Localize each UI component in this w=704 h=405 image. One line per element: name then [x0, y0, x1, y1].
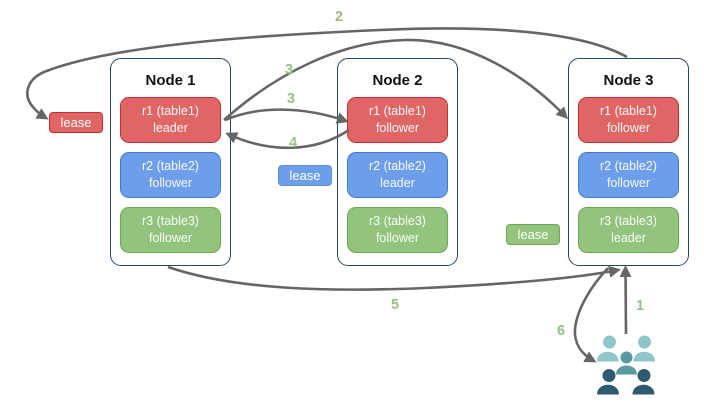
node-2: Node 2 r1 (table1) follower r2 (table2) …	[337, 58, 458, 266]
replica-name: r1 (table1)	[142, 104, 199, 119]
replica-node3-r1: r1 (table1) follower	[578, 97, 679, 143]
replica-role: follower	[375, 231, 420, 245]
arrow-step-5	[167, 265, 621, 291]
node-3: Node 3 r1 (table1) follower r2 (table2) …	[568, 58, 689, 266]
replica-node1-r2: r2 (table2) follower	[120, 152, 221, 198]
replica-name: r2 (table2)	[600, 159, 657, 174]
replica-role: follower	[375, 121, 420, 135]
replica-role: leader	[611, 231, 646, 245]
users-icon	[597, 335, 655, 395]
lease-badge-r1: lease	[49, 112, 103, 133]
arrow-step-3-to-node2	[224, 108, 349, 124]
replica-role: follower	[148, 176, 193, 190]
replica-node3-r3: r3 (table3) leader	[578, 207, 679, 253]
replica-node2-r3: r3 (table3) follower	[347, 207, 448, 253]
replica-name: r2 (table2)	[369, 159, 426, 174]
step-label-3b: 3	[286, 91, 296, 107]
step-label-3a: 3	[284, 62, 294, 78]
replica-role: leader	[153, 121, 188, 135]
step-label-5: 5	[390, 297, 400, 313]
replica-name: r1 (table1)	[600, 104, 657, 119]
arrow-step-1	[619, 265, 632, 335]
step-label-2: 2	[334, 9, 344, 25]
replica-role: follower	[148, 231, 193, 245]
node-title: Node 2	[372, 72, 423, 89]
replica-name: r3 (table3)	[369, 214, 426, 229]
node-title: Node 1	[145, 72, 196, 89]
node-title: Node 3	[603, 72, 654, 89]
replica-name: r3 (table3)	[600, 214, 657, 229]
replica-node1-r1: r1 (table1) leader	[120, 97, 221, 143]
replica-role: follower	[606, 176, 651, 190]
replica-name: r1 (table1)	[369, 104, 426, 119]
step-label-6: 6	[556, 323, 566, 339]
lease-badge-r3: lease	[506, 224, 560, 245]
replica-role: leader	[380, 176, 415, 190]
replica-node2-r2: r2 (table2) leader	[347, 152, 448, 198]
replica-node1-r3: r3 (table3) follower	[120, 207, 221, 253]
step-label-4: 4	[288, 135, 298, 151]
replica-node2-r1: r1 (table1) follower	[347, 97, 448, 143]
replica-role: follower	[606, 121, 651, 135]
step-label-1: 1	[635, 298, 645, 314]
replica-name: r2 (table2)	[142, 159, 199, 174]
replica-node3-r2: r2 (table2) follower	[578, 152, 679, 198]
lease-badge-r2: lease	[278, 165, 332, 186]
replica-name: r3 (table3)	[142, 214, 199, 229]
node-1: Node 1 r1 (table1) leader r2 (table2) fo…	[110, 58, 231, 266]
